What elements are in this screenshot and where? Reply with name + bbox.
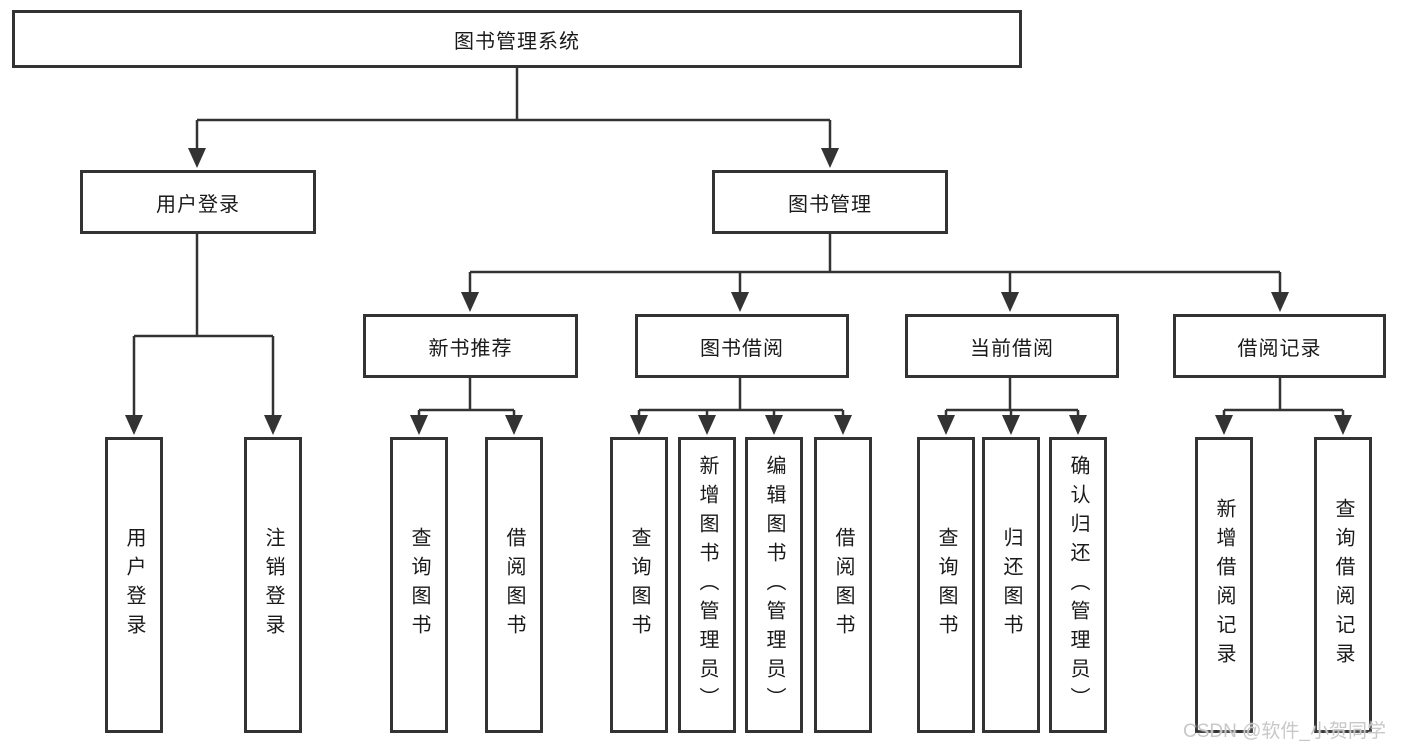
leaf-query-borrow-record: 查询借阅记录 <box>1314 437 1372 733</box>
leaf-query-books-1-label: 查询图书 <box>408 527 430 643</box>
node-borrow-records-label: 借阅记录 <box>1237 337 1322 360</box>
connector-book-management <box>468 234 1282 293</box>
leaf-query-books-3-label: 查询图书 <box>935 527 957 643</box>
leaf-logout: 注销登录 <box>244 437 302 733</box>
arrow-icon <box>698 415 716 435</box>
leaf-query-books-3: 查询图书 <box>917 437 975 733</box>
arrow-icon <box>264 415 282 435</box>
leaf-query-books-2: 查询图书 <box>610 437 668 733</box>
leaf-borrow-books-1: 借阅图书 <box>485 437 543 733</box>
arrow-icon <box>410 415 428 435</box>
leaf-confirm-return-admin: 确认归还（管理员） <box>1049 437 1107 733</box>
node-library-system: 图书管理系统 <box>12 10 1022 68</box>
arrow-icon <box>937 415 955 435</box>
node-current-borrow-label: 当前借阅 <box>970 337 1054 360</box>
node-book-management: 图书管理 <box>712 170 948 234</box>
arrow-icon <box>1215 415 1233 435</box>
leaf-edit-books-admin: 编辑图书（管理员） <box>745 437 803 733</box>
arrow-icon <box>1069 415 1087 435</box>
leaf-query-books-2-label: 查询图书 <box>628 527 650 643</box>
leaf-confirm-return-admin-label: 确认归还（管理员） <box>1067 454 1089 716</box>
arrow-icon <box>125 415 143 435</box>
arrow-icon <box>765 415 783 435</box>
leaf-add-books-admin: 新增图书（管理员） <box>678 437 736 733</box>
leaf-user-login: 用户登录 <box>105 437 163 733</box>
node-user-login-label: 用户登录 <box>156 193 240 216</box>
connector-user-login <box>132 234 275 416</box>
node-new-book-recommend-label: 新书推荐 <box>428 337 513 360</box>
node-user-login: 用户登录 <box>80 170 316 234</box>
leaf-return-books: 归还图书 <box>982 437 1040 733</box>
csdn-watermark: CSDN @软件_小贺同学 <box>1183 721 1386 742</box>
connector-book-borrow <box>637 378 845 417</box>
leaf-query-borrow-record-label: 查询借阅记录 <box>1332 498 1354 672</box>
leaf-edit-books-admin-label: 编辑图书（管理员） <box>763 454 785 716</box>
node-book-borrow: 图书借阅 <box>635 314 849 378</box>
arrow-icon <box>731 292 749 312</box>
leaf-borrow-books-2-label: 借阅图书 <box>832 527 854 643</box>
arrow-icon <box>188 148 206 168</box>
node-library-system-label: 图书管理系统 <box>454 30 580 53</box>
arrow-icon <box>1001 292 1019 312</box>
node-book-management-label: 图书管理 <box>788 193 872 216</box>
leaf-add-books-admin-label: 新增图书（管理员） <box>696 454 718 716</box>
leaf-return-books-label: 归还图书 <box>1000 527 1022 643</box>
node-current-borrow: 当前借阅 <box>905 314 1119 378</box>
connector-borrow-records <box>1222 378 1345 417</box>
leaf-borrow-books-2: 借阅图书 <box>814 437 872 733</box>
node-new-book-recommend: 新书推荐 <box>363 314 578 378</box>
arrow-icon <box>1002 415 1020 435</box>
leaf-query-books-1: 查询图书 <box>390 437 448 733</box>
connector-current-borrow <box>944 378 1080 417</box>
connector-new-book <box>417 378 516 417</box>
leaf-borrow-books-1-label: 借阅图书 <box>503 527 525 643</box>
leaf-add-borrow-record-label: 新增借阅记录 <box>1213 498 1235 672</box>
arrow-icon <box>505 415 523 435</box>
node-book-borrow-label: 图书借阅 <box>700 337 784 360</box>
arrow-icon <box>821 148 839 168</box>
arrow-icon <box>834 415 852 435</box>
arrow-icon <box>1334 415 1352 435</box>
node-borrow-records: 借阅记录 <box>1173 314 1386 378</box>
arrow-icon <box>630 415 648 435</box>
leaf-user-login-label: 用户登录 <box>123 527 145 643</box>
arrow-icon <box>461 292 479 312</box>
leaf-logout-label: 注销登录 <box>262 527 284 643</box>
leaf-add-borrow-record: 新增借阅记录 <box>1195 437 1253 733</box>
arrow-icon <box>1271 292 1289 312</box>
connector-root <box>195 68 832 150</box>
